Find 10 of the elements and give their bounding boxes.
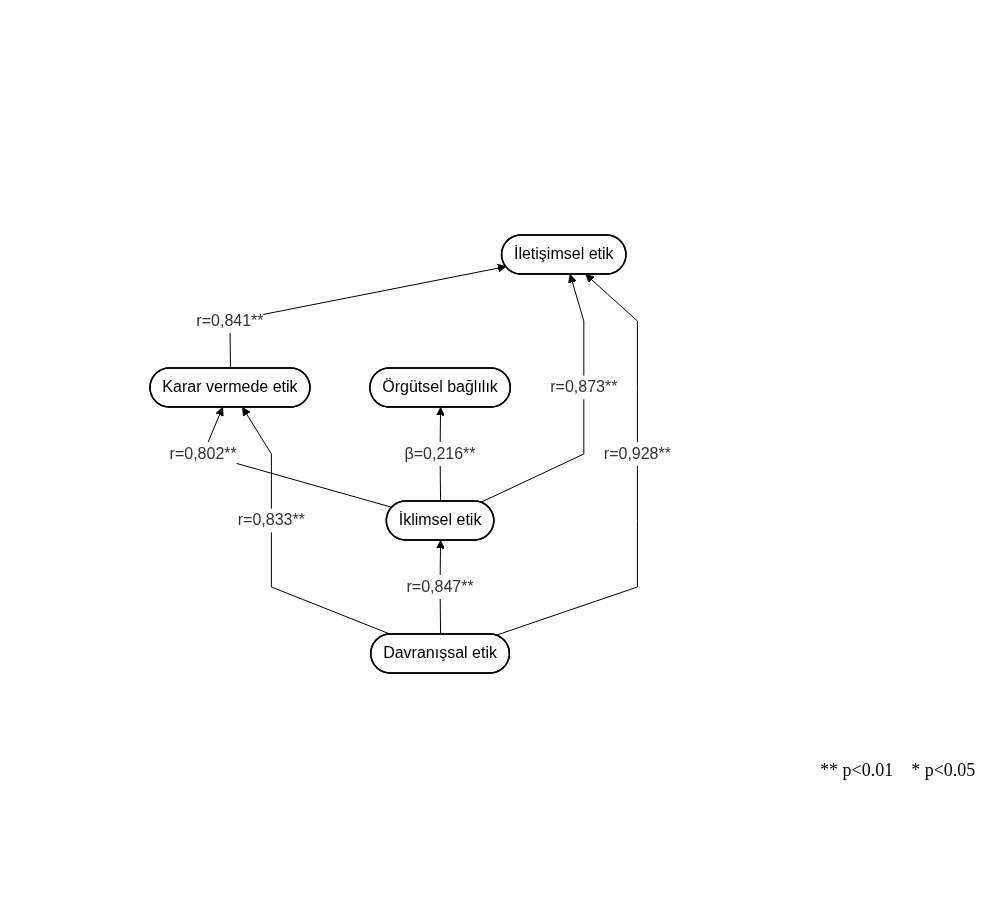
significance-note: ** p<0.01 <box>820 760 894 780</box>
significance-note: * p<0.05 <box>911 760 976 780</box>
edge-label: r=0,928** <box>603 444 671 462</box>
edge-label: r=0,833** <box>237 511 305 529</box>
edge-label: β=0,216** <box>404 444 476 462</box>
edge-label: r=0,847** <box>405 577 474 595</box>
edge-label: r=0,802** <box>169 444 237 462</box>
arrow <box>479 274 584 503</box>
edge-label: r=0,841** <box>195 312 264 329</box>
edge-label: r=0,873** <box>549 378 617 396</box>
